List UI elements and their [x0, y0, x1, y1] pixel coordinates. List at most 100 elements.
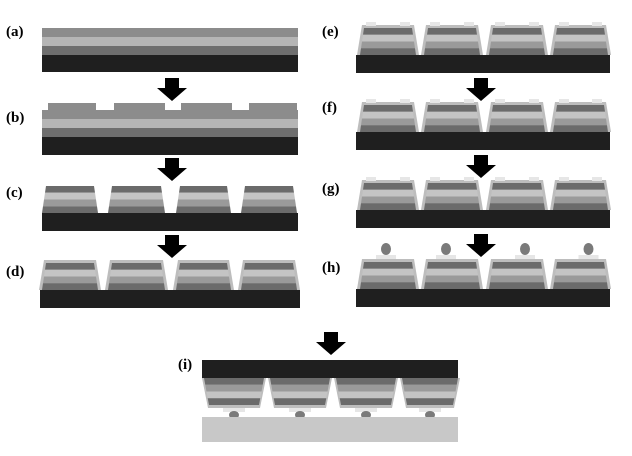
- step-i-diagram: [202, 360, 460, 442]
- mesa: [357, 22, 419, 55]
- mesa: [550, 243, 611, 289]
- label-step-a: (a): [6, 24, 24, 40]
- contact-pad: [495, 22, 505, 26]
- label-step-g: (g): [322, 181, 340, 197]
- solder-bump: [520, 243, 530, 255]
- ubm-pad: [223, 408, 245, 412]
- down-arrow-icon: [466, 78, 496, 101]
- step-c-diagram: [42, 186, 298, 231]
- ubm-pad: [419, 408, 441, 412]
- substrate: [356, 132, 610, 150]
- contact-pad: [366, 177, 376, 181]
- step-g-diagram: [356, 177, 611, 228]
- label-step-c: (c): [6, 185, 23, 201]
- contact-pad: [529, 99, 539, 103]
- step-f-diagram: [356, 99, 611, 150]
- substrate: [356, 210, 610, 228]
- contact-pad: [592, 22, 602, 26]
- mesa: [550, 22, 611, 55]
- label-step-d: (d): [6, 264, 24, 280]
- arrows-group: [157, 78, 496, 355]
- substrate: [356, 289, 610, 307]
- mesa: [357, 177, 419, 210]
- ubm-pad: [376, 255, 396, 259]
- contact-pad: [592, 99, 602, 103]
- contact-pad: [464, 22, 474, 26]
- mesa: [421, 99, 483, 132]
- step-e-diagram: [356, 22, 611, 73]
- down-arrow-icon: [316, 332, 346, 355]
- contact-pad: [430, 177, 440, 181]
- contact-pad: [400, 177, 410, 181]
- substrate: [42, 55, 298, 72]
- mesa: [550, 99, 611, 132]
- contact-pad: [430, 99, 440, 103]
- down-arrow-icon: [466, 234, 496, 257]
- mesa: [108, 186, 165, 213]
- ubm-pad: [515, 255, 535, 259]
- mesa: [238, 260, 300, 290]
- mesa: [39, 260, 101, 290]
- mesa: [176, 186, 231, 213]
- mesa: [486, 243, 548, 289]
- step-a-diagram: [42, 28, 298, 72]
- mesa: [421, 177, 483, 210]
- contact-pad: [529, 22, 539, 26]
- mesa: [173, 260, 234, 290]
- mesa: [357, 243, 419, 289]
- step-d-diagram: [39, 260, 300, 308]
- down-arrow-icon: [157, 78, 187, 101]
- label-step-e: (e): [322, 24, 339, 40]
- ubm-pad: [289, 408, 311, 412]
- substrate: [42, 137, 298, 155]
- contact-pad: [464, 99, 474, 103]
- flipped-mesa: [268, 378, 332, 420]
- contact-pad: [495, 99, 505, 103]
- ubm-pad: [578, 255, 599, 259]
- contact-pad: [366, 99, 376, 103]
- substrate: [356, 55, 610, 73]
- contact-pad: [430, 22, 440, 26]
- carrier-substrate: [202, 417, 458, 442]
- label-step-b: (b): [6, 110, 24, 126]
- contact-pad: [495, 177, 505, 181]
- down-arrow-icon: [157, 158, 187, 181]
- step-b-diagram: [42, 103, 298, 155]
- contact-pad: [529, 177, 539, 181]
- contact-pad: [400, 22, 410, 26]
- solder-bump: [583, 243, 594, 255]
- substrate: [42, 213, 298, 231]
- mesa: [357, 99, 419, 132]
- mesa: [421, 22, 483, 55]
- ubm-pad: [355, 408, 377, 412]
- mesa: [105, 260, 168, 290]
- flipped-mesa: [400, 378, 460, 420]
- contact-pad: [559, 177, 569, 181]
- label-step-h: (h): [322, 260, 340, 276]
- substrate: [202, 360, 458, 378]
- mesa: [421, 243, 483, 289]
- mesa: [550, 177, 611, 210]
- mesa: [486, 99, 548, 132]
- substrate: [40, 290, 300, 308]
- solder-bump: [441, 243, 451, 255]
- mesa: [42, 186, 98, 213]
- contact-pad: [464, 177, 474, 181]
- label-step-i: (i): [178, 357, 192, 373]
- mesa: [241, 186, 297, 213]
- contact-pad: [592, 177, 602, 181]
- contact-pad: [366, 22, 376, 26]
- solder-bump: [381, 243, 391, 255]
- step-h-diagram: [356, 243, 611, 307]
- down-arrow-icon: [157, 235, 187, 258]
- contact-pad: [559, 22, 569, 26]
- label-step-f: (f): [322, 100, 337, 116]
- contact-pad: [400, 99, 410, 103]
- contact-pad: [559, 99, 569, 103]
- ubm-pad: [436, 255, 456, 259]
- flipped-mesa: [202, 378, 266, 420]
- mesa: [486, 177, 548, 210]
- flipped-mesa: [334, 378, 398, 420]
- down-arrow-icon: [466, 155, 496, 178]
